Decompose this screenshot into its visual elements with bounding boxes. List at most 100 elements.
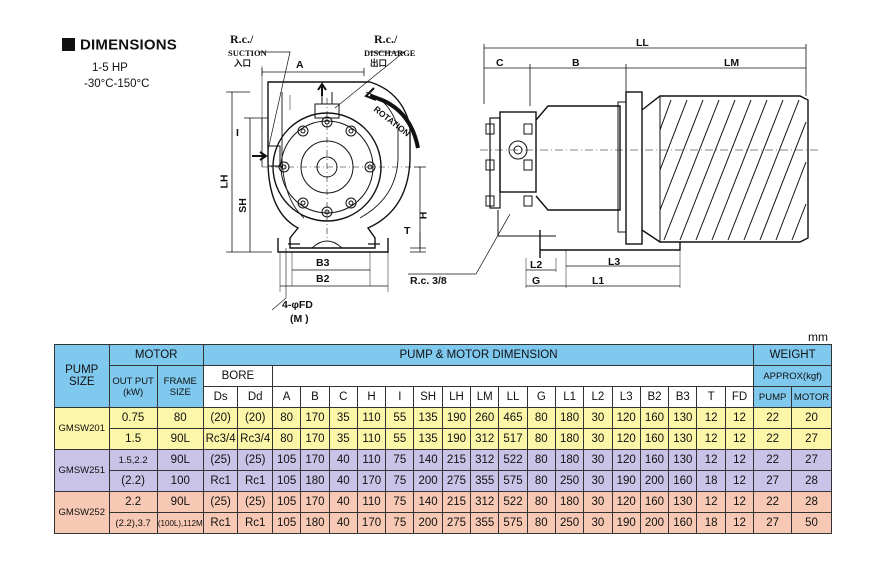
value-cell: 130 bbox=[668, 428, 698, 450]
value-cell: 135 bbox=[413, 428, 443, 450]
value-cell: 170 bbox=[356, 512, 387, 534]
col-header: I bbox=[385, 386, 415, 408]
value-cell: Rc1 bbox=[237, 512, 273, 534]
value-cell: 575 bbox=[498, 512, 528, 534]
value-cell: 120 bbox=[611, 491, 641, 513]
dim-b3-label: B3 bbox=[316, 257, 330, 269]
col-header: L2 bbox=[583, 386, 613, 408]
value-cell: Rc3/4 bbox=[202, 428, 239, 450]
value-cell: 190 bbox=[611, 512, 641, 534]
value-cell: 27 bbox=[753, 512, 792, 534]
value-cell: 180 bbox=[554, 491, 585, 513]
section-title: DIMENSIONS bbox=[80, 36, 178, 54]
value-cell: 312 bbox=[470, 491, 500, 513]
discharge-rc-label: R.c./ bbox=[374, 32, 398, 46]
col-header: B3 bbox=[668, 386, 698, 408]
dim-lh-label: LH bbox=[218, 174, 231, 189]
value-cell: 190 bbox=[441, 407, 472, 429]
value-cell: 160 bbox=[639, 491, 670, 513]
value-cell: 30 bbox=[583, 512, 613, 534]
value-cell: 105 bbox=[271, 491, 302, 513]
col-header: MOTOR bbox=[791, 386, 832, 408]
value-cell: 465 bbox=[498, 407, 528, 429]
dim-b2-label: B2 bbox=[316, 273, 330, 285]
col-header: PUMP bbox=[753, 386, 792, 408]
value-cell: 105 bbox=[271, 470, 302, 492]
dim-t-label: T bbox=[404, 225, 411, 237]
value-cell: 180 bbox=[554, 449, 585, 471]
value-cell: 120 bbox=[611, 407, 641, 429]
value-cell: 75 bbox=[385, 449, 415, 471]
value-cell: 120 bbox=[611, 428, 641, 450]
value-cell: 140 bbox=[413, 449, 443, 471]
value-cell: 55 bbox=[385, 428, 415, 450]
value-cell: 522 bbox=[498, 449, 528, 471]
value-cell: 35 bbox=[328, 428, 358, 450]
model-cell: GMSW252 bbox=[54, 491, 110, 534]
value-cell: 200 bbox=[413, 470, 443, 492]
value-cell: 160 bbox=[639, 428, 670, 450]
value-cell: 275 bbox=[441, 470, 472, 492]
value-cell: 160 bbox=[639, 407, 670, 429]
value-cell: 28 bbox=[791, 470, 832, 492]
discharge-cn-label: 出口 bbox=[370, 58, 388, 68]
dim-lm-label: LM bbox=[724, 57, 740, 69]
value-cell: 170 bbox=[300, 407, 330, 429]
model-cell: GMSW201 bbox=[54, 407, 110, 450]
value-cell: 200 bbox=[413, 512, 443, 534]
header-output: OUT PUT(kW) bbox=[108, 365, 158, 408]
value-cell: 75 bbox=[385, 470, 415, 492]
output-cell: 1.5,2.2 bbox=[108, 449, 158, 471]
output-cell: (2.2) bbox=[108, 470, 158, 492]
value-cell: 190 bbox=[441, 428, 472, 450]
value-cell: 312 bbox=[470, 449, 500, 471]
model-cell: GMSW251 bbox=[54, 449, 110, 492]
hp-range: 1-5 HP bbox=[92, 62, 128, 74]
value-cell: 12 bbox=[724, 428, 755, 450]
value-cell: 180 bbox=[300, 470, 330, 492]
value-cell: 160 bbox=[639, 449, 670, 471]
dim-sh-label: SH bbox=[236, 198, 249, 213]
value-cell: 170 bbox=[300, 449, 330, 471]
value-cell: 30 bbox=[583, 428, 613, 450]
value-cell: 180 bbox=[300, 512, 330, 534]
value-cell: Rc1 bbox=[237, 470, 273, 492]
value-cell: Rc1 bbox=[202, 470, 239, 492]
value-cell: 250 bbox=[554, 512, 585, 534]
value-cell: 105 bbox=[271, 512, 302, 534]
dim-b-label: B bbox=[572, 57, 580, 69]
dim-i-label: I bbox=[236, 127, 239, 139]
col-header: B2 bbox=[639, 386, 670, 408]
value-cell: 30 bbox=[583, 491, 613, 513]
value-cell: 30 bbox=[583, 449, 613, 471]
value-cell: 215 bbox=[441, 491, 472, 513]
value-cell: 110 bbox=[356, 407, 387, 429]
value-cell: 80 bbox=[271, 428, 302, 450]
value-cell: 27 bbox=[791, 428, 832, 450]
value-cell: 250 bbox=[554, 470, 585, 492]
value-cell: (20) bbox=[202, 407, 239, 429]
value-cell: 160 bbox=[668, 470, 698, 492]
header-weight: WEIGHT bbox=[753, 344, 832, 366]
value-cell: (25) bbox=[237, 491, 273, 513]
front-view-drawing bbox=[226, 51, 426, 311]
value-cell: 35 bbox=[328, 407, 358, 429]
frame-cell: 90L bbox=[156, 491, 204, 513]
value-cell: 120 bbox=[611, 449, 641, 471]
value-cell: 140 bbox=[413, 491, 443, 513]
value-cell: 27 bbox=[791, 449, 832, 471]
col-header: SH bbox=[413, 386, 443, 408]
col-header: Dd bbox=[237, 386, 273, 408]
header-dimension: PUMP & MOTOR DIMENSION bbox=[202, 344, 755, 366]
value-cell: 180 bbox=[554, 407, 585, 429]
value-cell: 200 bbox=[639, 512, 670, 534]
value-cell: 18 bbox=[696, 512, 726, 534]
dim-l1-label: L1 bbox=[592, 275, 605, 287]
value-cell: 215 bbox=[441, 449, 472, 471]
frame-cell: 90L bbox=[156, 428, 204, 450]
